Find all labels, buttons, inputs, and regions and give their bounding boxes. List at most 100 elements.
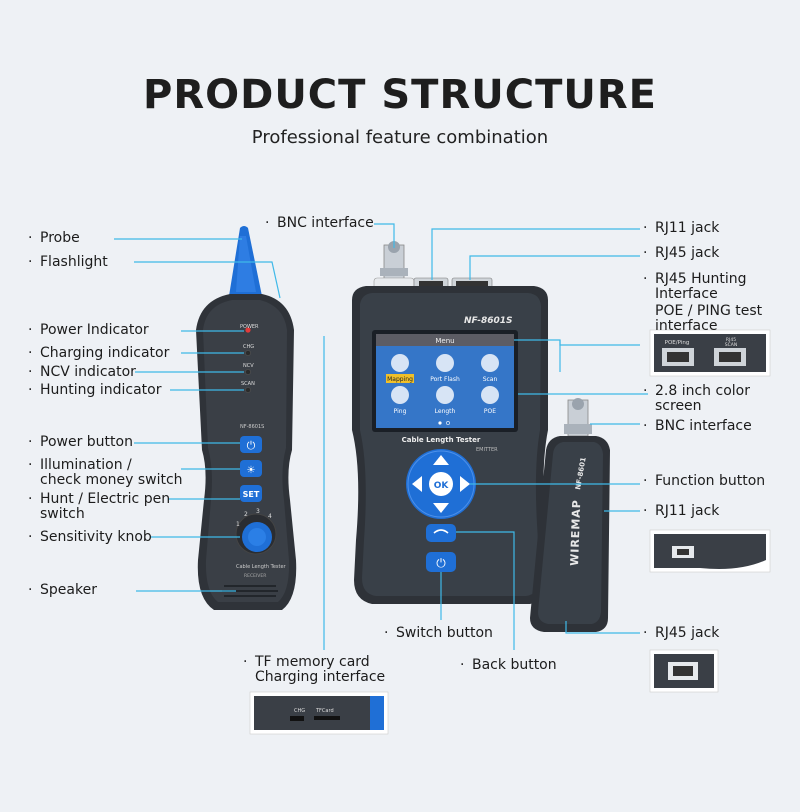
scan-led: [245, 387, 251, 393]
label-power-button: ·Power button: [28, 434, 133, 450]
screen-icons: Mapping Port Flash Scan Ping Length POE: [386, 354, 499, 425]
label-text: Switch button: [396, 625, 493, 641]
label-text: RJ45 Hunting: [655, 271, 747, 287]
label-switch-button: ·Switch button: [384, 625, 493, 641]
inset-rj45: [649, 649, 719, 693]
label-text: screen: [655, 398, 702, 414]
label-text: RJ11 jack: [655, 503, 720, 519]
label-speaker: ·Speaker: [28, 582, 97, 598]
screen-icon-label: Mapping: [387, 376, 413, 383]
label-ncv-indicator: ·NCV indicator: [28, 364, 136, 380]
inset-rj11: [649, 529, 771, 573]
flashlight-icon: ☀: [247, 465, 256, 476]
label-text: POE / PING test: [655, 303, 763, 319]
label-text: check money switch: [40, 472, 183, 488]
screen-icon-label: Scan: [483, 376, 498, 383]
label-power-indicator: ·Power Indicator: [28, 322, 149, 338]
label-charging-indicator: ·Charging indicator: [28, 345, 170, 361]
label-text: Probe: [40, 230, 80, 246]
svg-text:2: 2: [244, 511, 248, 518]
arrow-right-icon[interactable]: [460, 476, 470, 492]
power-icon: ⏻: [436, 556, 446, 570]
label-text: RJ45 jack: [655, 625, 720, 641]
emitter-model-label: NF-8601S: [464, 316, 513, 326]
led-label-ncv: NCV: [243, 363, 254, 369]
led-label-chg: CHG: [243, 344, 254, 350]
screen-icon-label: Length: [435, 408, 456, 415]
label-flashlight: ·Flashlight: [28, 254, 108, 270]
switch-button[interactable]: [426, 552, 456, 572]
receiver-power-button[interactable]: [240, 436, 262, 453]
label-text: Hunt / Electric pen: [40, 491, 171, 507]
label-rj45-jack-top: ·RJ45 jack: [643, 245, 720, 261]
back-button[interactable]: [426, 524, 456, 542]
svg-text:1: 1: [236, 521, 240, 528]
svg-text:4: 4: [268, 513, 272, 520]
screen-icon-label: Ping: [394, 408, 407, 415]
page-title: PRODUCT STRUCTURE: [143, 72, 657, 118]
label-text: Charging interface: [255, 669, 386, 685]
leader-lines: [114, 223, 648, 650]
inset-scan-label: SCAN: [725, 342, 737, 348]
power-led: [245, 327, 251, 333]
label-text: BNC interface: [277, 215, 374, 231]
inset-rj45-label: RJ45: [726, 337, 736, 343]
led-label-scan: SCAN: [241, 381, 255, 387]
screen-icon-label: Port Flash: [430, 376, 460, 383]
emitter-role-label: EMITTER: [476, 447, 498, 453]
label-text: Illumination /: [40, 457, 132, 473]
hunt-switch[interactable]: [240, 485, 262, 502]
inset-chg-label: CHG: [294, 708, 305, 714]
chg-led: [245, 350, 251, 356]
screen-icon-label: POE: [484, 408, 496, 415]
label-text: 2.8 inch color: [655, 383, 750, 399]
label-text: interface: [655, 318, 718, 334]
label-text: Function button: [655, 473, 766, 489]
illumination-switch[interactable]: [240, 460, 262, 477]
label-text: RJ11 jack: [655, 220, 720, 236]
back-icon: [433, 529, 449, 534]
receiver-device: POWER CHG NCV SCAN NF-8601S ⏻ ☀ SET 1 2 …: [196, 226, 297, 610]
label-text: Charging indicator: [40, 345, 170, 361]
label-text: Sensitivity knob: [40, 529, 152, 545]
receiver-brand-label: Cable Length Tester: [236, 564, 287, 570]
label-text: Power Indicator: [40, 322, 149, 338]
ok-button-label: OK: [434, 481, 450, 491]
label-bnc-interface-top: ·BNC interface: [265, 215, 374, 231]
arrow-up-icon[interactable]: [433, 455, 449, 465]
label-rj11-jack-bottom: ·RJ11 jack: [643, 503, 720, 519]
label-text: Back button: [472, 657, 557, 673]
label-function-button: ·Function button: [643, 473, 766, 489]
arrow-down-icon[interactable]: [433, 503, 449, 513]
inset-poe-ports: POE/Ping RJ45 SCAN: [649, 329, 771, 377]
label-text: Speaker: [40, 582, 97, 598]
label-rj11-jack-top: ·RJ11 jack: [643, 220, 720, 236]
wiremap-label: WIREMAP: [568, 499, 583, 566]
label-text: Flashlight: [40, 254, 108, 270]
label-text: Interface: [655, 286, 718, 302]
label-text: TF memory card: [255, 654, 370, 670]
inset-poe-label: POE/Ping: [665, 340, 690, 346]
label-illumination: ·Illumination /check money switch: [28, 457, 183, 488]
emitter-device: NF-8601S Menu Mapping Port Flash Scan Pi…: [352, 241, 548, 604]
label-probe: ·Probe: [28, 230, 80, 246]
led-label-power: POWER: [240, 324, 259, 330]
inset-tf-card: CHG TFCard: [249, 691, 389, 735]
svg-text:3: 3: [256, 508, 260, 515]
label-text: NCV indicator: [40, 364, 136, 380]
arrow-left-icon[interactable]: [412, 476, 422, 492]
label-rj45-jack-bottom: ·RJ45 jack: [643, 625, 720, 641]
label-text: Power button: [40, 434, 133, 450]
remote-device: NF-8601 WIREMAP: [530, 398, 610, 632]
ncv-led: [245, 369, 251, 375]
ok-button[interactable]: [429, 472, 453, 496]
label-back-button: ·Back button: [460, 657, 557, 673]
receiver-role-label: RECEIVER: [244, 573, 266, 579]
set-button-label: SET: [243, 490, 260, 499]
